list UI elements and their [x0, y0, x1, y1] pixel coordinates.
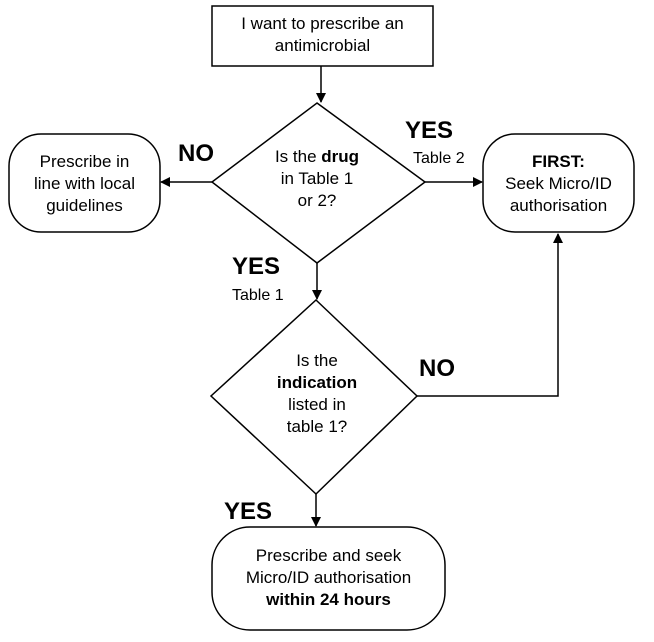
label-no-right: NO: [419, 355, 455, 382]
decision2-line1: Is the: [296, 351, 338, 370]
start-box-text: I want to prescribe an antimicrobial: [212, 13, 433, 57]
left-line2: line with local: [33, 174, 136, 193]
label-no-left: NO: [178, 140, 214, 167]
end-line1: Prescribe and seek: [255, 546, 402, 565]
decision2-line2-bold: indication: [276, 373, 358, 392]
decision-drug-text: Is the drug in Table 1 or 2?: [252, 146, 382, 212]
label-table2: Table 2: [413, 150, 465, 167]
right-line1: FIRST:: [483, 151, 634, 173]
right-line3: authorisation: [509, 196, 608, 215]
arrow-decision2-to-right: [417, 233, 563, 397]
decision-indication-text: Is the indication listed in table 1?: [252, 350, 382, 438]
left-box-text: Prescribe in line with local guidelines: [9, 151, 160, 217]
decision1-line3: or 2?: [297, 191, 337, 210]
label-yes-right: YES: [405, 117, 454, 144]
end-line3-bold: within 24 hours: [266, 590, 391, 609]
right-box-text: FIRST: Seek Micro/ID authorisation: [483, 151, 634, 217]
left-line1: Prescribe in: [39, 152, 130, 171]
decision2-line3: listed in: [288, 395, 346, 414]
end-outcome-box: [211, 526, 446, 631]
start-box: [211, 5, 434, 67]
end-line2: Micro/ID authorisation: [245, 568, 412, 587]
label-yes-down2: YES: [224, 498, 273, 525]
right-line2: Seek Micro/ID: [505, 174, 612, 193]
end-line3: within 24 hours: [212, 589, 445, 611]
label-table1: Table 1: [232, 287, 284, 304]
decision1-line1: Is the drug: [252, 146, 382, 168]
right-line1-bold: FIRST:: [532, 152, 585, 171]
decision2-line2: indication: [252, 372, 382, 394]
start-line1: I want to prescribe an: [241, 14, 404, 33]
label-yes-down1: YES: [232, 253, 281, 280]
decision1-line1-bold: drug: [321, 147, 360, 166]
start-line2: antimicrobial: [274, 36, 371, 55]
decision1-line2: in Table 1: [280, 169, 354, 188]
right-outcome-box: [482, 133, 635, 233]
left-line3: guidelines: [46, 196, 123, 215]
decision1-line1-pre: Is the: [274, 147, 322, 166]
end-box-text: Prescribe and seek Micro/ID authorisatio…: [212, 545, 445, 611]
decision2-line4: table 1?: [286, 417, 348, 436]
